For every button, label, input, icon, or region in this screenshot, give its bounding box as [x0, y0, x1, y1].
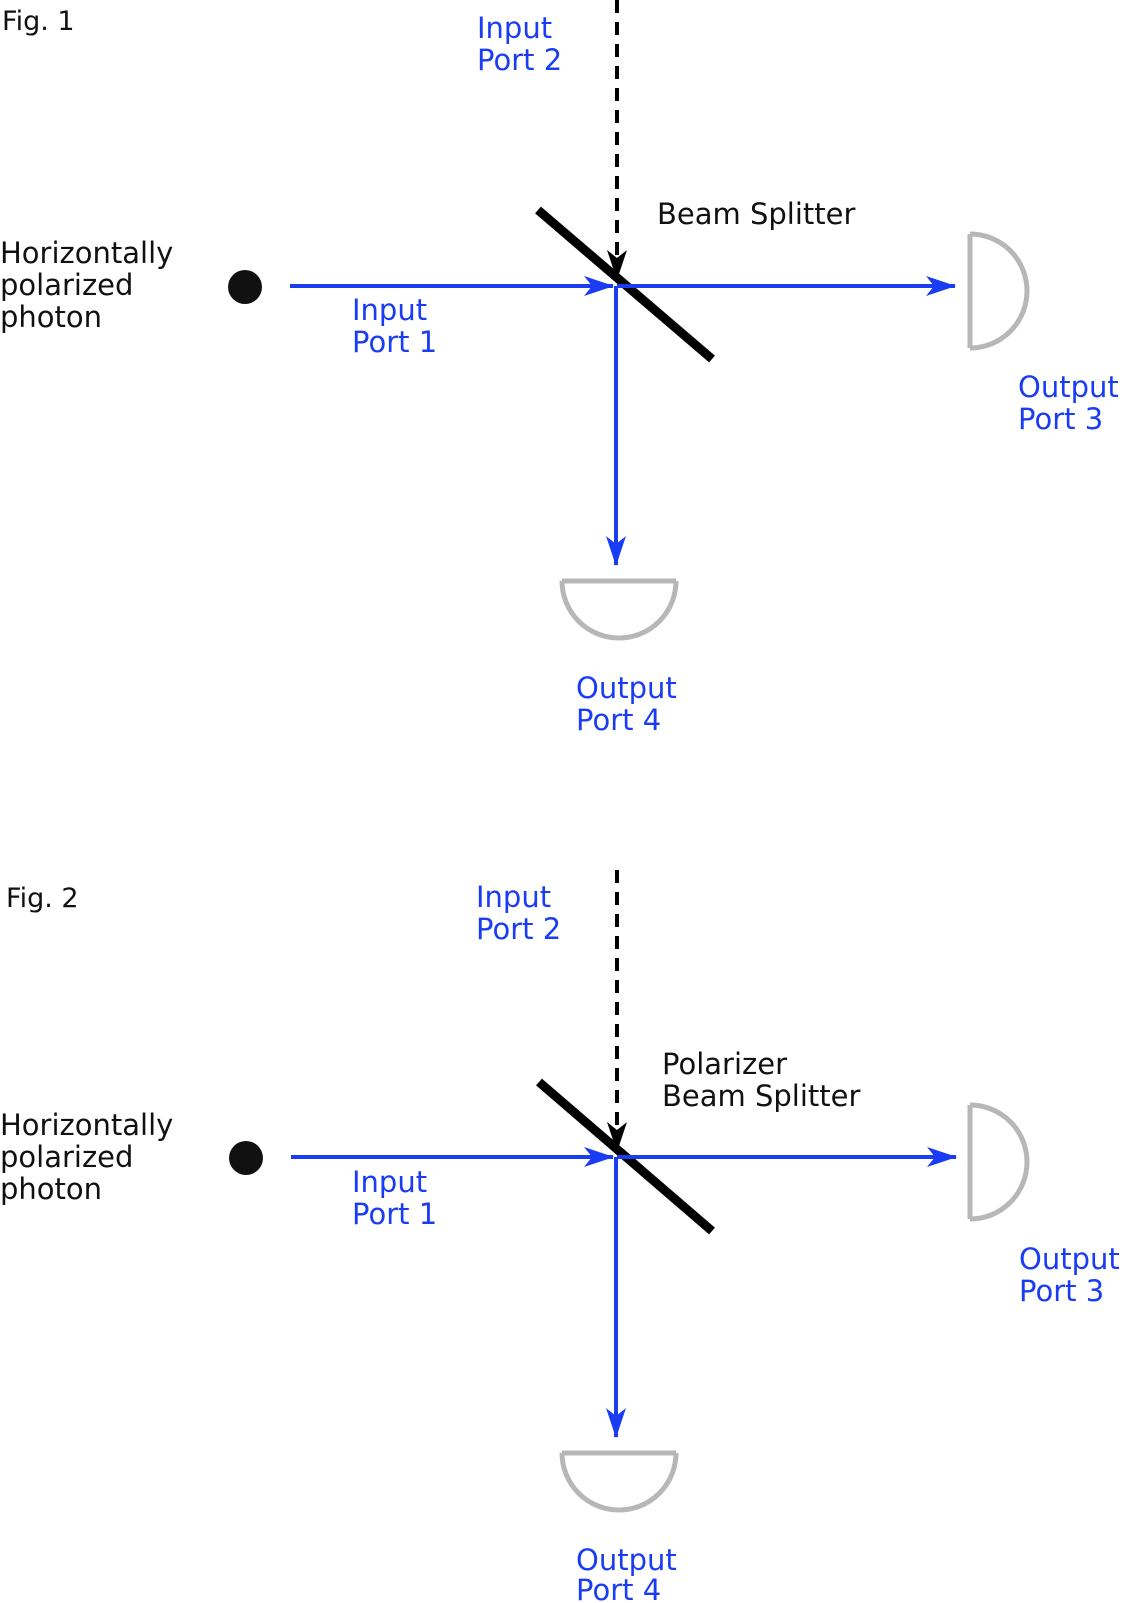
input-port-2-label: Input Port 2	[476, 880, 561, 946]
output-port-4-detector	[559, 580, 679, 641]
figure-label: Fig. 2	[6, 883, 79, 914]
input-port-1-label: Input Port 1	[352, 1165, 437, 1231]
input-port-1-label: Input Port 1	[352, 293, 437, 359]
output-port-3-detector	[969, 231, 1030, 351]
output-port-4-label: Output Port 4	[576, 1543, 686, 1603]
photon-dot	[229, 1141, 263, 1175]
photon-label: Horizontally polarized photon	[0, 1108, 183, 1206]
output-port-3-label: Output Port 3	[1018, 370, 1128, 436]
figure-2: Fig. 2 Horizontally polarized photon Inp…	[0, 870, 1129, 1603]
photon-dot	[228, 270, 262, 304]
output-port-3-label: Output Port 3	[1019, 1242, 1129, 1308]
polarizer-beam-splitter-label: Polarizer Beam Splitter	[662, 1047, 860, 1113]
output-port-3-detector	[969, 1102, 1030, 1222]
output-port-4-detector	[559, 1452, 679, 1513]
figure-label: Fig. 1	[2, 6, 75, 37]
photon-label: Horizontally polarized photon	[0, 236, 183, 334]
figure-1: Fig. 1 Horizontally polarized photon Inp…	[0, 0, 1128, 737]
input-port-2-label: Input Port 2	[477, 11, 562, 77]
beam-splitter-label: Beam Splitter	[657, 197, 855, 231]
output-port-4-label: Output Port 4	[576, 671, 686, 737]
